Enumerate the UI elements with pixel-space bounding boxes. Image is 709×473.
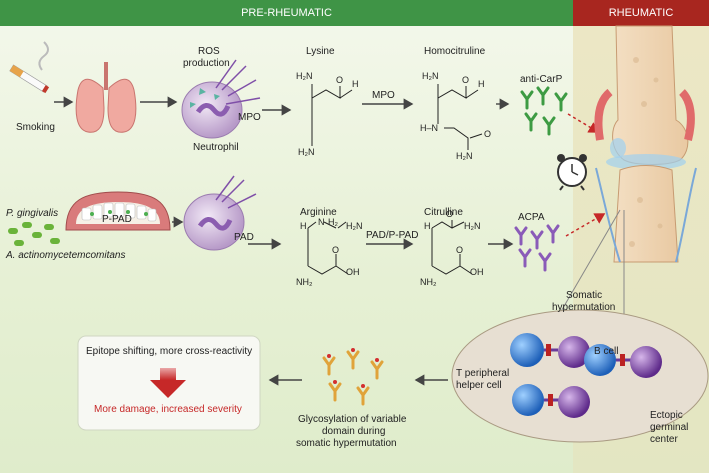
label-b-cell: B cell xyxy=(594,346,619,357)
hcit-hn: H–N xyxy=(420,123,439,133)
label-hypermutation: hypermutation xyxy=(552,302,616,313)
label-t-cell-1: T peripheral xyxy=(456,368,510,379)
teeth-icon xyxy=(65,191,171,231)
neutrophil-cell xyxy=(181,59,261,139)
arg-hn: H xyxy=(300,221,307,231)
label-lysine: Lysine xyxy=(306,46,335,57)
cit-nh2: NH₂ xyxy=(420,277,437,287)
cell-pair-2 xyxy=(584,344,662,378)
cit-o: O xyxy=(446,209,454,219)
glycosylated-antibodies xyxy=(322,350,384,406)
label-homocitrulline: Homocitruline xyxy=(424,46,486,57)
label-ectopic: Ectopic xyxy=(650,410,683,421)
lungs-icon xyxy=(75,62,137,133)
cit-hn: H xyxy=(424,221,431,231)
homocitrulline-structure xyxy=(437,84,483,150)
cit-o2: O xyxy=(456,245,464,255)
lys-h2n-bottom: H₂N xyxy=(298,147,315,157)
hcit-o2: O xyxy=(484,129,492,139)
label-epitope: Epitope shifting, more cross-reactivity xyxy=(86,346,253,357)
label-pad-cell: PAD xyxy=(234,232,254,243)
hcit-h: H xyxy=(478,79,485,89)
cigarette-icon xyxy=(9,41,50,94)
lys-h: H xyxy=(352,79,359,89)
arg-o: O xyxy=(332,245,340,255)
label-p-pad: P-PAD xyxy=(102,214,132,225)
label-pad-arrow: PAD/P-PAD xyxy=(366,230,419,241)
arg-h2: H₂ xyxy=(328,217,338,227)
label-glyco-1: Glycosylation of variable xyxy=(298,414,407,425)
hcit-h2n-bottom: H₂N xyxy=(456,151,473,161)
label-anti-carp: anti-CarP xyxy=(520,74,563,85)
label-acpa: ACPA xyxy=(518,212,545,223)
arg-n: N xyxy=(318,217,325,227)
lys-h2n: H₂N xyxy=(296,71,313,81)
label-mpo-cell: MPO xyxy=(238,112,261,123)
label-glyco-3: somatic hypermutation xyxy=(296,438,397,449)
label-somatic: Somatic xyxy=(566,290,603,301)
arrow-acpa-joint xyxy=(565,213,606,237)
label-mpo-arrow: MPO xyxy=(372,90,395,101)
cit-h2n-right: H₂N xyxy=(464,221,481,231)
cell-pair-1 xyxy=(510,333,590,368)
pad-cell xyxy=(183,175,257,251)
lysine-structure xyxy=(311,84,353,146)
label-citrulline: Citrulline xyxy=(424,207,463,218)
hcit-h2n: H₂N xyxy=(422,71,439,81)
label-smoking: Smoking xyxy=(16,122,55,133)
germinal-center xyxy=(451,209,709,443)
anti-carp-antibodies xyxy=(520,86,568,136)
rheumatic-band: RHEUMATIC xyxy=(573,0,709,26)
arg-h2n-right: H₂N xyxy=(346,221,363,231)
label-neutrophil: Neutrophil xyxy=(193,142,239,153)
label-a-actino: A. actinomycetemcomitans xyxy=(6,250,126,261)
label-center: center xyxy=(650,434,678,445)
arginine-structure xyxy=(307,221,349,275)
acpa-antibodies xyxy=(514,224,560,272)
label-arginine: Arginine xyxy=(300,207,337,218)
arrow-anticarp-joint xyxy=(567,113,600,133)
knee-joint-icon xyxy=(594,25,697,263)
hcit-o: O xyxy=(462,75,470,85)
down-arrow-icon xyxy=(150,368,186,398)
label-production: production xyxy=(183,58,230,69)
label-damage: More damage, increased severity xyxy=(94,404,242,415)
lys-o: O xyxy=(336,75,344,85)
cit-oh: OH xyxy=(470,267,484,277)
label-t-cell-2: helper cell xyxy=(456,380,502,391)
arg-nh2: NH₂ xyxy=(296,277,313,287)
arg-oh: OH xyxy=(346,267,360,277)
label-germinal: germinal xyxy=(650,422,689,433)
bacteria-icon xyxy=(8,222,60,246)
pre-rheumatic-band: PRE-RHEUMATIC xyxy=(0,0,573,26)
cell-pair-3 xyxy=(512,384,590,418)
label-ros: ROS xyxy=(198,46,220,57)
alarm-clock-icon xyxy=(557,154,587,191)
label-p-gingivalis: P. gingivalis xyxy=(6,208,59,219)
label-glyco-2: domain during xyxy=(322,426,386,437)
citrulline-structure xyxy=(431,220,473,275)
